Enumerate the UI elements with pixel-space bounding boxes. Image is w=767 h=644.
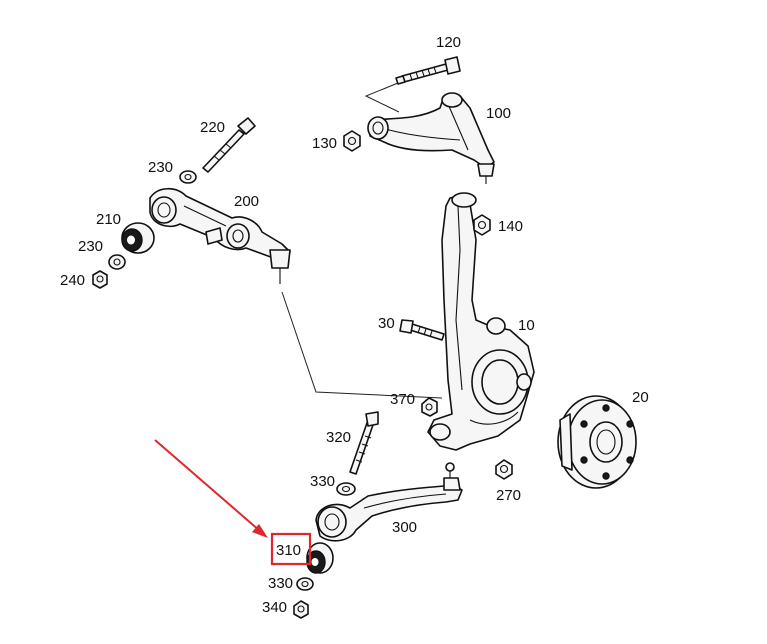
label-200: 200 xyxy=(234,193,259,210)
nut-240 xyxy=(92,270,108,289)
bolt-320 xyxy=(349,411,379,475)
highlight-arrow xyxy=(154,439,268,538)
label-370: 370 xyxy=(390,391,415,408)
label-310: 310 xyxy=(276,542,301,559)
washer-330-upper xyxy=(336,482,356,496)
highlight-box-310 xyxy=(270,532,312,566)
washer-230-lower xyxy=(108,254,126,270)
label-10: 10 xyxy=(518,317,535,334)
label-140: 140 xyxy=(498,218,523,235)
bushing-310 xyxy=(306,542,334,574)
label-100: 100 xyxy=(486,105,511,122)
label-230-lower: 230 xyxy=(78,238,103,255)
lower-front-arm-300 xyxy=(315,462,463,542)
lower-arm-200 xyxy=(149,187,291,284)
nut-340 xyxy=(293,600,309,619)
bolt-120 xyxy=(395,56,461,85)
bushing-210 xyxy=(121,222,155,254)
label-340: 340 xyxy=(262,599,287,616)
washer-330-lower xyxy=(296,577,314,591)
label-210: 210 xyxy=(96,211,121,228)
nut-370 xyxy=(421,397,438,417)
label-330-upper: 330 xyxy=(310,473,335,490)
washer-230-upper xyxy=(179,170,197,184)
label-330-lower: 330 xyxy=(268,575,293,592)
bolt-220 xyxy=(202,117,256,173)
label-30: 30 xyxy=(378,315,395,332)
wheel-hub-20 xyxy=(557,395,637,489)
bolt-30 xyxy=(399,319,445,341)
nut-140 xyxy=(473,214,491,236)
leader-120-100 xyxy=(364,82,400,113)
label-220: 220 xyxy=(200,119,225,136)
label-120: 120 xyxy=(436,34,461,51)
label-20: 20 xyxy=(632,389,649,406)
label-270: 270 xyxy=(496,487,521,504)
label-320: 320 xyxy=(326,429,351,446)
label-230-upper: 230 xyxy=(148,159,173,176)
steering-knuckle-10 xyxy=(427,192,535,451)
upper-control-arm-100 xyxy=(367,92,495,184)
leader-200-knuckle xyxy=(281,291,443,399)
label-300: 300 xyxy=(392,519,417,536)
nut-130 xyxy=(343,130,361,152)
label-130: 130 xyxy=(312,135,337,152)
label-240: 240 xyxy=(60,272,85,289)
nut-270 xyxy=(495,459,513,480)
